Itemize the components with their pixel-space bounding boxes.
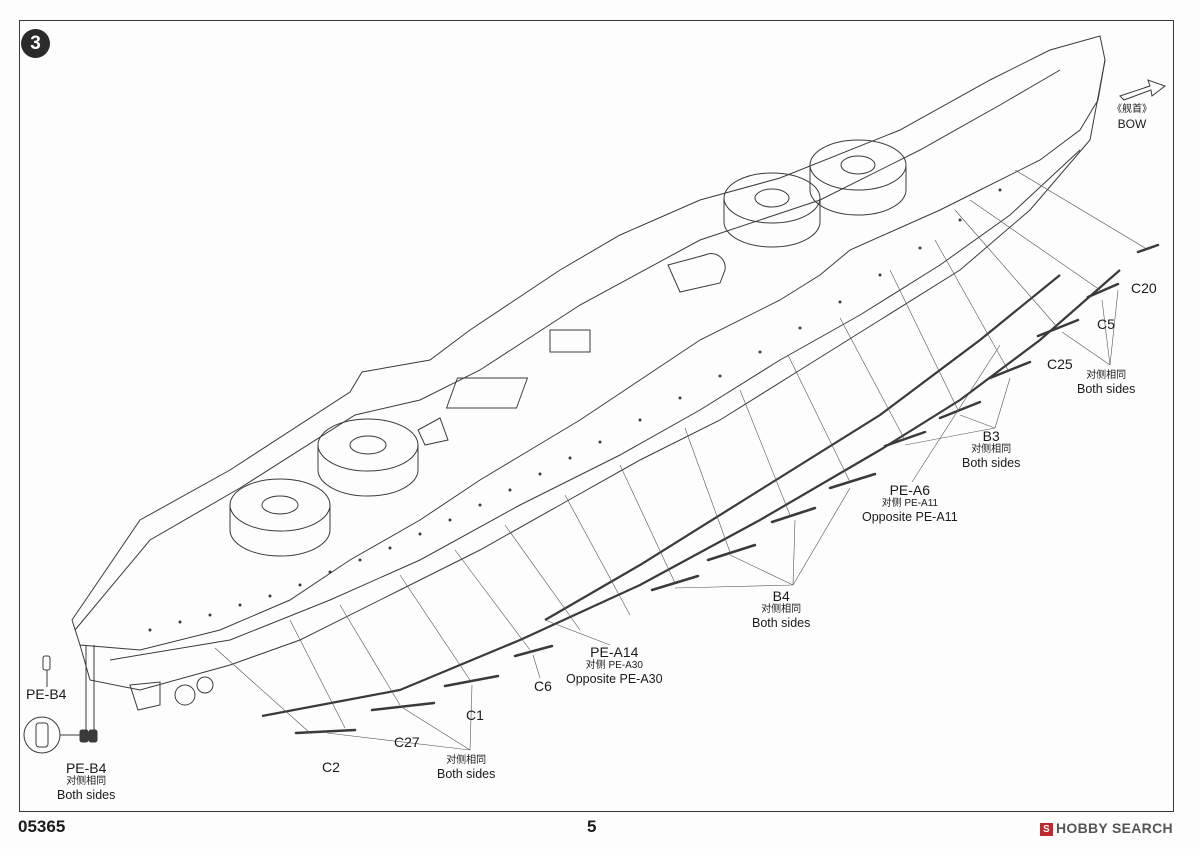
deck-edge-line (74, 69, 1061, 631)
bow-arrow-icon (1119, 79, 1167, 101)
pe-b4-magnifier (23, 716, 61, 754)
part-b3-c (883, 430, 927, 448)
propeller (174, 684, 196, 706)
pe-a14-rail (261, 269, 1121, 718)
deck-hatch-d (667, 253, 726, 293)
page-frame (19, 20, 1174, 812)
portholes (148, 188, 1002, 632)
pe-a6-rail (544, 274, 1061, 621)
turret-rear (229, 478, 331, 557)
label-c1: C1 (466, 707, 484, 723)
deck-vent (417, 417, 449, 446)
part-b3-b (938, 400, 982, 420)
part-b4-b (770, 506, 817, 524)
propeller-2 (196, 676, 214, 694)
bow-indicator: 《舰首》 BOW (1112, 104, 1152, 132)
label-c-both-sides: 对侧相同 Both sides (437, 755, 496, 781)
label-both-sides-upper: 对侧相同 Both sides (1077, 370, 1136, 396)
deck-hatch-small (549, 329, 591, 353)
hull-waterline (109, 149, 1081, 661)
part-c5 (1086, 282, 1120, 299)
part-c1 (443, 674, 500, 688)
part-b4-a (828, 472, 877, 490)
hull-side (79, 59, 1106, 691)
label-c5: C5 (1097, 316, 1115, 332)
label-c2: C2 (322, 759, 340, 775)
label-pe-a14: PE-A14 对侧 PE-A30 Opposite PE-A30 (566, 644, 663, 686)
label-b3: B3 对侧相同 Both sides (962, 428, 1021, 470)
page-number: 5 (587, 817, 597, 836)
label-pe-a6: PE-A6 对侧 PE-A11 Opposite PE-A11 (862, 482, 958, 524)
label-c20: C20 (1131, 280, 1157, 296)
bow-en: BOW (1117, 116, 1147, 131)
logo-mark-icon: S (1040, 823, 1053, 836)
label-pe-b4-bottom: PE-B4 对侧相同 Both sides (57, 760, 116, 802)
turret-fore-lower (723, 172, 821, 248)
label-pe-b4-top: PE-B4 (26, 686, 67, 702)
product-code: 05365 (18, 817, 66, 836)
turret-fore-upper (809, 139, 907, 216)
part-b3-a (988, 360, 1032, 380)
rudder (129, 681, 161, 711)
part-b4-c (706, 543, 757, 562)
part-c20 (1136, 243, 1160, 254)
label-c6: C6 (534, 678, 552, 694)
pe-b4-small-part (42, 655, 51, 671)
logo-text: HOBBY SEARCH (1056, 820, 1173, 836)
bow-cjk: 《舰首》 (1112, 104, 1152, 115)
part-c2 (294, 728, 357, 735)
label-c25: C25 (1047, 356, 1073, 372)
part-c27 (370, 701, 436, 712)
turret-rear-upper (317, 418, 419, 497)
label-b4: B4 对侧相同 Both sides (752, 588, 811, 630)
deck-hatch-square (445, 377, 529, 409)
hull-deck-outline (71, 35, 1106, 651)
part-c6 (513, 644, 554, 658)
label-c27: C27 (394, 734, 420, 750)
step-number-badge: 3 (21, 29, 50, 58)
